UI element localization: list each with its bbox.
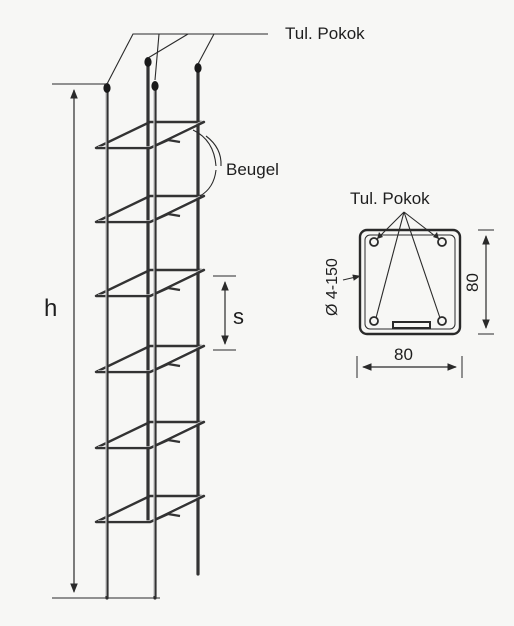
- label-section-main-bars: Tul. Pokok: [350, 189, 430, 208]
- column-cage: [94, 57, 206, 600]
- label-stirrup-spec: Ø 4-150: [324, 258, 341, 316]
- stirrup-tie: [94, 494, 206, 524]
- label-height: h: [44, 295, 57, 322]
- stirrup-tie: [94, 420, 206, 450]
- stirrup-hook: [392, 321, 431, 329]
- label-section-width: 80: [394, 345, 413, 364]
- stirrup-leader: [192, 129, 222, 197]
- stirrup-tie: [94, 268, 206, 298]
- spacing-dimension: [213, 275, 236, 351]
- stirrup-tie: [94, 194, 206, 224]
- cross-section: [358, 211, 462, 336]
- height-dimension: [52, 83, 160, 599]
- bar-top-dot: [103, 83, 111, 93]
- stirrup-tie: [94, 344, 206, 374]
- section-bar: [437, 316, 447, 326]
- section-width-dimension: [356, 356, 463, 378]
- section-bar: [437, 237, 447, 247]
- section-bar: [369, 237, 379, 247]
- section-stirrup-inner: [364, 234, 456, 330]
- label-main-bars: Tul. Pokok: [285, 24, 365, 43]
- stirrup-ties: [94, 120, 206, 524]
- section-height-dimension: [478, 229, 494, 335]
- section-bar: [369, 316, 379, 326]
- stirrup-tie: [94, 120, 206, 150]
- label-spacing: s: [233, 304, 244, 329]
- bar-top-dot: [151, 81, 159, 91]
- bar-top-dot: [194, 63, 202, 73]
- main-bars-leader: [106, 33, 268, 85]
- label-stirrups: Beugel: [226, 160, 279, 179]
- label-section-height: 80: [463, 273, 482, 292]
- bar-top-dot: [144, 57, 152, 67]
